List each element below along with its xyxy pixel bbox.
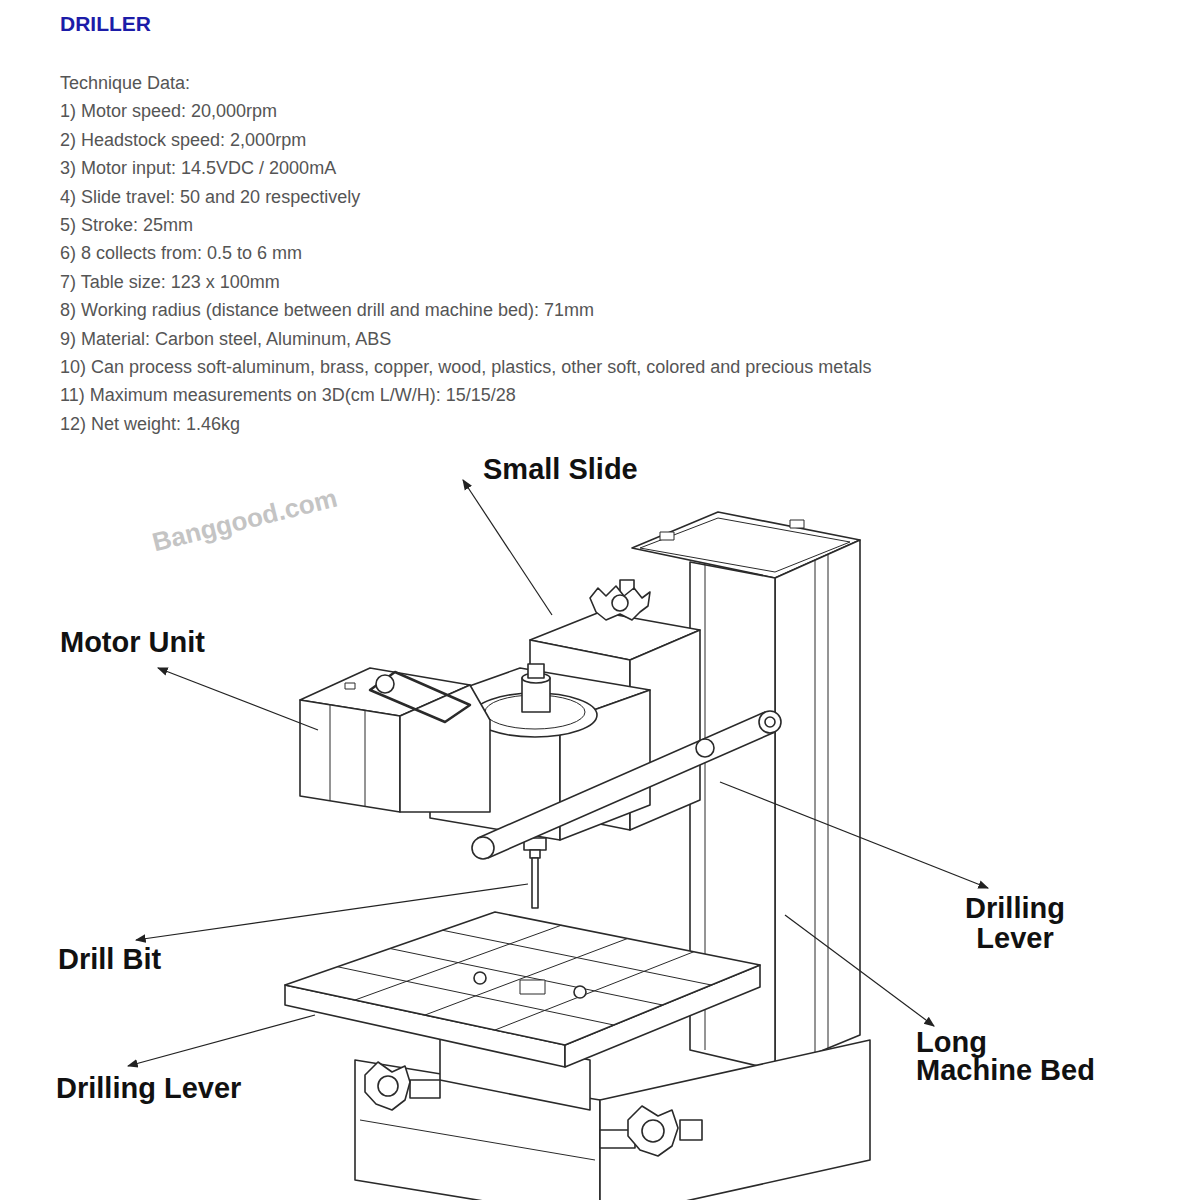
part-name: Long Machine Bed [916, 1028, 1101, 1084]
drill-bit [530, 850, 540, 908]
drilling-lever [472, 711, 781, 859]
spec-line: 8) Working radius (distance between dril… [60, 299, 594, 321]
part-name: Drilling Lever [56, 1071, 241, 1105]
handwheel [365, 1062, 702, 1156]
spec-line: 7) Table size: 123 x 100mm [60, 271, 280, 293]
part-name: Drill Bit [58, 942, 161, 976]
motor-unit [300, 668, 490, 812]
part-name: Small Slide [483, 452, 638, 486]
spec-line: 11) Maximum measurements on 3D(cm L/W/H)… [60, 384, 516, 406]
spec-line: 10) Can process soft-aluminum, brass, co… [60, 356, 871, 378]
watermark: Banggood.com [149, 483, 340, 558]
spec-heading: Technique Data: [60, 72, 190, 94]
part-name: Motor Unit [60, 625, 205, 659]
spec-line: 2) Headstock speed: 2,000rpm [60, 129, 306, 151]
spec-line: 1) Motor speed: 20,000rpm [60, 100, 277, 122]
part-name: Drilling Lever [930, 893, 1100, 953]
machine-bed [355, 1030, 870, 1200]
leader-lines [128, 480, 988, 1066]
spec-line: 12) Net weight: 1.46kg [60, 413, 240, 435]
spec-line: 9) Material: Carbon steel, Aluminum, ABS [60, 328, 391, 350]
spec-line: 5) Stroke: 25mm [60, 214, 193, 236]
title: DRILLER [60, 12, 151, 36]
spec-line: 3) Motor input: 14.5VDC / 2000mA [60, 157, 336, 179]
spec-line: 6) 8 collects from: 0.5 to 6 mm [60, 242, 302, 264]
spec-line: 4) Slide travel: 50 and 20 respectively [60, 186, 360, 208]
work-table [285, 912, 760, 1067]
